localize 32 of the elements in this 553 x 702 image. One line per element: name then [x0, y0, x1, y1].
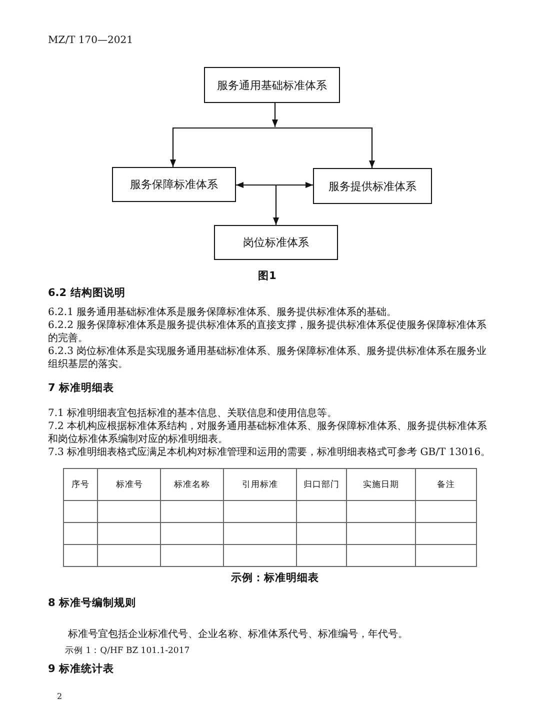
- section-heading: 7 标准明细表: [48, 382, 115, 395]
- column-header: 引用标准: [223, 468, 297, 500]
- column-header: 备注: [416, 468, 476, 500]
- arrow: [275, 127, 376, 168]
- arrow: [272, 185, 280, 225]
- paragraph: 6.2.2 服务保障标准体系是服务提供标准体系的直接支撑，服务提供标准体系促使服务保障标准体系的完善。: [48, 319, 488, 345]
- column-header: 标准号: [98, 468, 161, 500]
- process-box: 服务保障标准体系: [112, 167, 236, 202]
- section-heading: 9 标准统计表: [48, 663, 115, 676]
- arrow: [170, 127, 275, 167]
- arrow: [272, 103, 278, 127]
- column-header: 序号: [64, 468, 98, 500]
- table-caption: 示例：标准明细表: [230, 572, 320, 585]
- paragraph: 6.2.1 服务通用基础标准体系是服务保障标准体系、服务提供标准体系的基础。: [48, 306, 398, 319]
- process-box: 服务通用基础标准体系: [204, 67, 340, 103]
- paragraph: 7.1 标准明细表宜包括标准的基本信息、关联信息和使用信息等。: [48, 407, 338, 420]
- process-box: 服务提供标准体系: [313, 168, 432, 204]
- column-header: 实施日期: [346, 468, 416, 500]
- figure-caption: 图1: [258, 270, 276, 283]
- double-arrow: [236, 182, 313, 188]
- example-text: 示例 1：Q/HF BZ 101.1-2017: [65, 645, 191, 658]
- column-header: 标准名称: [160, 468, 224, 500]
- section-heading: 6.2 结构图说明: [48, 287, 126, 300]
- header-text: MZ/T 170—2021: [48, 34, 134, 47]
- column-header: 归口部门: [296, 468, 346, 500]
- process-box: 岗位标准体系: [214, 225, 338, 260]
- paragraph: 6.2.3 岗位标准体系是实现服务通用基础标准体系、服务保障标准体系、服务提供标准体系在服务业组织基层的落实。: [48, 345, 488, 371]
- paragraph: 标准号宜包括企业标准代号、企业名称、标准体系代号、标准编号，年代号。: [68, 628, 409, 641]
- page-number: 2: [57, 691, 64, 702]
- section-heading: 8 标准号编制规则: [48, 597, 137, 610]
- paragraph: 7.3 标准明细表格式应满足本机构对标准管理和运用的需要，标准明细表格式可参考 GB/T 13016。: [48, 446, 492, 459]
- paragraph: 7.2 本机构应根据标准体系结构，对服务通用基础标准体系、服务保障标准体系、服务提供标准体系和岗位标准体系编制对应的标准明细表。: [48, 420, 488, 446]
